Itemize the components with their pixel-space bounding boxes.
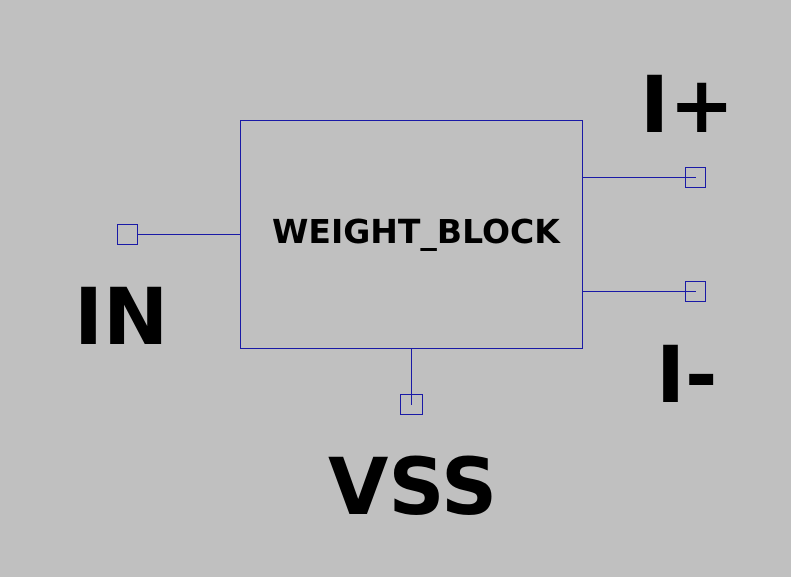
i-minus-pin-label: I- [656,331,718,421]
vss-pin-terminal[interactable] [400,394,423,415]
in-pin-terminal[interactable] [117,224,138,245]
i-plus-pin-terminal[interactable] [685,167,706,188]
vss-pin-label: VSS [328,443,498,533]
i-plus-pin-label: I+ [640,61,735,151]
block-name-label: WEIGHT_BLOCK [272,212,560,251]
in-pin-label: IN [74,273,169,363]
i-minus-pin-terminal[interactable] [685,281,706,302]
weight-block-body[interactable] [240,120,583,349]
